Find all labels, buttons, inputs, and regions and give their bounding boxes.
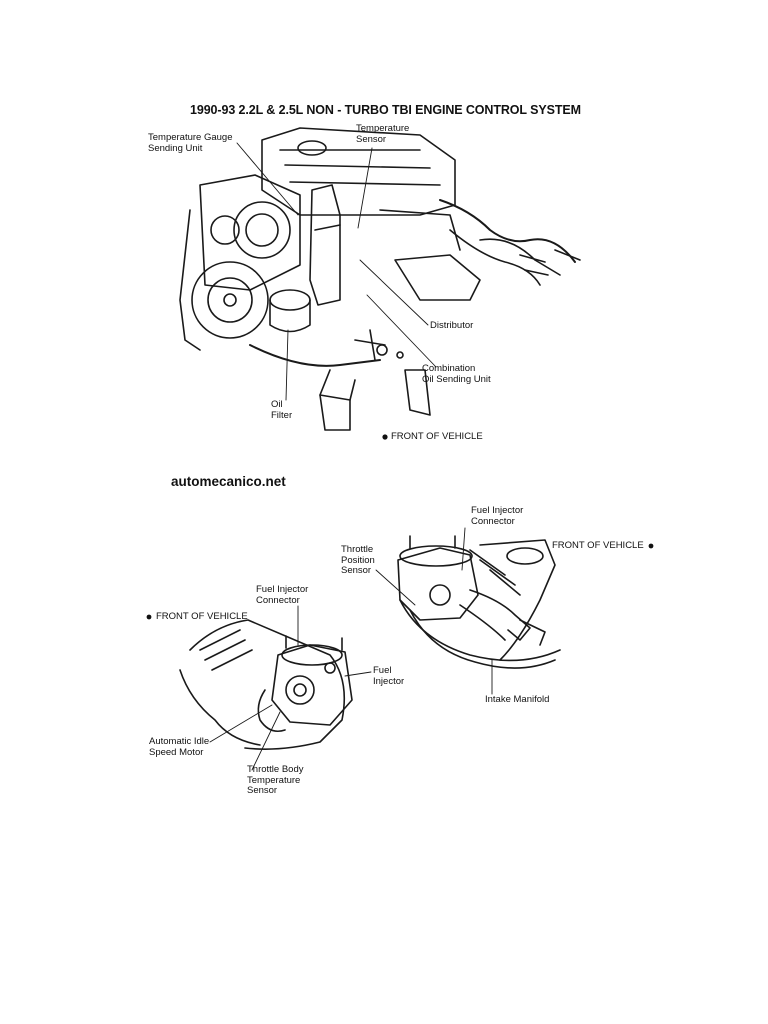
label-temperature-sensor: Temperature Sensor <box>356 123 410 145</box>
label-combination-oil-sending-unit: Combination Oil Sending Unit <box>422 363 491 385</box>
bullet-dot-icon <box>382 434 388 440</box>
bottom-left-leader-lines <box>209 605 372 771</box>
label-front-of-vehicle-right: FRONT OF VEHICLE <box>552 540 644 551</box>
site-name: automecanico.net <box>171 474 286 489</box>
label-automatic-idle-speed-motor: Automatic Idle Speed Motor <box>149 736 210 758</box>
page-title: 1990-93 2.2L & 2.5L NON - TURBO TBI ENGI… <box>190 103 581 117</box>
bottom-right-tbi-drawing <box>397 535 561 669</box>
bottom-right-leader-lines <box>375 527 493 695</box>
label-fuel-injector: Fuel Injector <box>373 665 405 687</box>
bullet-dot-icon <box>146 614 152 620</box>
bullet-dot-icon <box>648 543 654 549</box>
label-temp-gauge-sending-unit: Temperature Gauge Sending Unit <box>148 132 233 154</box>
label-throttle-body-temperature-sensor: Throttle Body Temperature Sensor <box>247 764 304 796</box>
label-fuel-injector-connector-left: Fuel Injector Connector <box>256 584 309 606</box>
label-throttle-position-sensor: Throttle Position Sensor <box>341 544 375 576</box>
top-leader-lines <box>236 142 437 401</box>
bottom-left-tbi-drawing <box>179 619 353 750</box>
label-intake-manifold: Intake Manifold <box>485 694 550 705</box>
label-oil-filter: Oil Filter <box>271 399 293 421</box>
top-engine-drawing <box>179 127 581 431</box>
label-distributor: Distributor <box>430 320 474 331</box>
label-front-of-vehicle-left: FRONT OF VEHICLE <box>156 611 248 622</box>
label-fuel-injector-connector-right: Fuel Injector Connector <box>471 505 524 527</box>
label-front-of-vehicle-top: FRONT OF VEHICLE <box>391 431 483 442</box>
